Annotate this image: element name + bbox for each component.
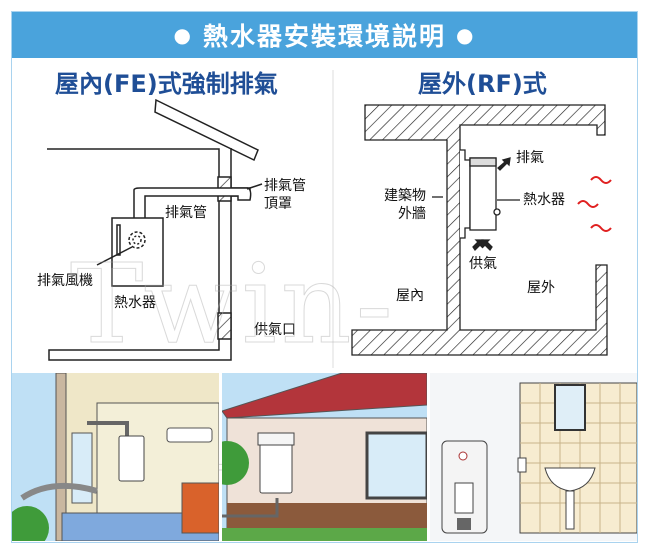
heat-wave-icons: [577, 176, 612, 232]
fe-title: 屋內(FE)式強制排氣: [55, 70, 278, 98]
heater-mascot: [118, 435, 145, 482]
infographic-frame: [11, 11, 638, 543]
rf-title: 屋外(RF)式: [418, 70, 547, 98]
banner: ● 熱水器安裝環境説明 ●: [12, 12, 637, 58]
label-air-supply: 供氣: [469, 256, 497, 272]
wall: [47, 148, 232, 361]
label-wall-2: 外牆: [398, 206, 426, 222]
exhaust-arrow-icon: [497, 157, 511, 171]
cap-leader: [246, 183, 263, 190]
rf-heater: [469, 157, 497, 231]
label-indoor: 屋內: [396, 288, 424, 304]
illustration-indoor-balcony: [12, 373, 219, 541]
bullet-right: ●: [456, 23, 476, 47]
label-cap-2: 頂罩: [264, 196, 292, 212]
exhaust-cap: [231, 187, 252, 201]
building-walls: [351, 104, 608, 356]
label-exhaust-fan: 排氣風機: [37, 273, 93, 289]
banner-title: 熱水器安裝環境説明: [202, 22, 446, 51]
fan-icon: [128, 231, 146, 249]
illustration-outdoor-wall: [222, 373, 427, 541]
label-outdoor: 屋外: [527, 280, 555, 296]
diagrams: [47, 70, 612, 368]
label-rf-heater: 熱水器: [523, 192, 565, 208]
fan-leader: [96, 246, 133, 266]
illustration-bathroom: [430, 373, 637, 541]
heater-bracket: [460, 149, 471, 239]
roof: [154, 98, 259, 162]
label-air-intake: 供氣口: [254, 322, 296, 338]
bullet-left: ●: [173, 23, 193, 47]
fe-diagram: [47, 98, 263, 361]
rf-diagram: [351, 104, 608, 356]
label-cap-1: 排氣管: [264, 178, 306, 194]
label-exhaust-pipe: 排氣管: [165, 205, 207, 221]
label-water-heater: 熱水器: [114, 295, 156, 311]
label-exhaust: 排氣: [516, 150, 544, 166]
heater-mascot: [259, 437, 293, 494]
heater-window: [116, 224, 121, 256]
air-intake-opening: [217, 312, 232, 340]
label-wall-1: 建築物: [384, 188, 426, 204]
